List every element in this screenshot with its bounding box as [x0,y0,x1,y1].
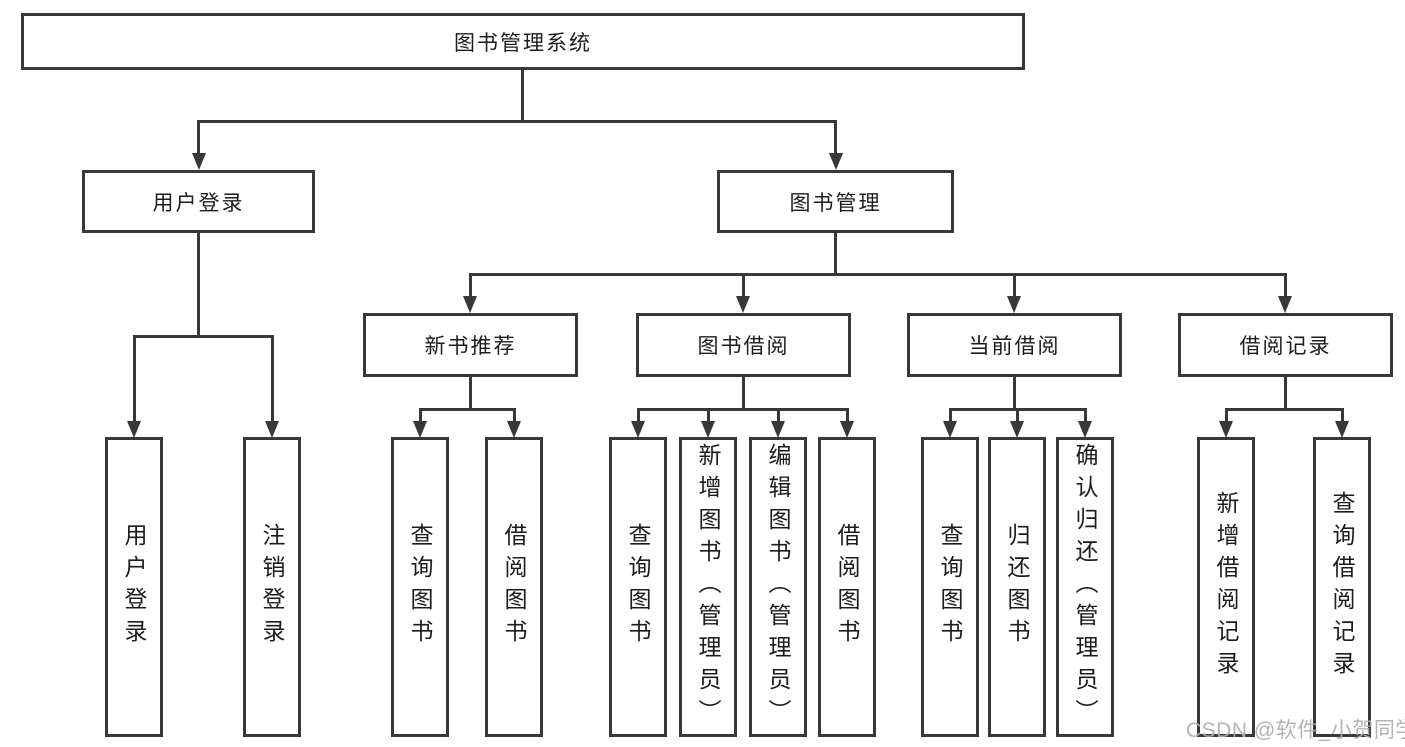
connector-line [271,335,274,421]
node-leaf-confirm-return-admin: 确认归还（管理员） [1056,437,1114,737]
node-leaf-query-books-borrow: 查询图书 [609,437,667,737]
node-leaf-edit-book-admin-label: 编辑图书（管理员） [765,443,791,731]
node-leaf-add-book-admin-label: 新增图书（管理员） [695,443,721,731]
node-root: 图书管理系统 [21,13,1025,70]
connector-line [419,408,422,422]
node-leaf-user-login: 用户登录 [105,437,163,737]
node-root-label: 图书管理系统 [454,31,592,55]
connector-arrowhead [463,296,477,313]
node-book-management-label: 图书管理 [789,191,882,215]
node-leaf-add-book-admin: 新增图书（管理员） [679,437,737,737]
connector-line [469,273,472,297]
csdn-watermark: CSDN @软件_小贺同学 [1186,719,1405,742]
node-book-borrow-label: 图书借阅 [697,335,790,358]
connector-arrowhead [1278,296,1292,313]
connector-line [777,408,780,422]
connector-line [419,408,516,411]
node-leaf-return-book-label: 归还图书 [1004,523,1030,651]
connector-arrowhead [1335,421,1349,438]
node-leaf-add-borrow-record: 新增借阅记录 [1197,437,1255,737]
node-current-borrow-label: 当前借阅 [968,335,1061,358]
node-leaf-query-books-borrow-label: 查询图书 [625,523,651,651]
connector-line [521,70,524,120]
node-leaf-borrow-books-label: 借阅图书 [834,523,860,651]
connector-arrowhead [507,421,521,438]
node-leaf-query-borrow-record: 查询借阅记录 [1313,437,1371,737]
connector-line [707,408,710,422]
node-leaf-borrow-books-recommend: 借阅图书 [485,437,543,737]
connector-line [637,408,640,422]
connector-arrowhead [736,296,750,313]
connector-arrowhead [840,421,854,438]
connector-line [1284,377,1287,408]
node-leaf-add-borrow-record-label: 新增借阅记录 [1213,491,1239,683]
connector-arrowhead [192,153,206,170]
node-new-book-recommend: 新书推荐 [363,313,578,377]
node-user-login-label: 用户登录 [152,191,245,215]
node-leaf-query-borrow-record-label: 查询借阅记录 [1329,491,1355,683]
node-leaf-query-books-current: 查询图书 [921,437,979,737]
connector-line [1225,408,1343,411]
connector-line [949,408,952,422]
connector-line [1016,408,1019,422]
connector-line [637,408,848,411]
node-leaf-query-books-current-label: 查询图书 [937,523,963,651]
node-book-management: 图书管理 [717,170,954,233]
connector-arrowhead [943,421,957,438]
node-leaf-confirm-return-admin-label: 确认归还（管理员） [1072,443,1098,731]
connector-line [1225,408,1228,422]
connector-line [133,335,136,421]
node-leaf-borrow-books: 借阅图书 [818,437,876,737]
connector-line [470,273,1287,276]
connector-line [513,408,516,422]
connector-arrowhead [1078,421,1092,438]
node-leaf-query-books-recommend: 查询图书 [391,437,449,737]
node-leaf-edit-book-admin: 编辑图书（管理员） [749,437,807,737]
connector-arrowhead [265,421,279,438]
connector-line [469,377,472,408]
connector-line [846,408,849,422]
connector-arrowhead [1010,421,1024,438]
connector-line [1084,408,1087,422]
connector-arrowhead [127,421,141,438]
connector-line [197,233,200,335]
connector-line [834,120,837,154]
connector-arrowhead [1219,421,1233,438]
connector-arrowhead [631,421,645,438]
connector-line [133,335,274,338]
connector-arrowhead [771,421,785,438]
connector-line [1284,273,1287,297]
connector-line [197,120,837,123]
node-book-borrow: 图书借阅 [636,313,851,377]
node-borrow-records: 借阅记录 [1178,313,1393,377]
node-current-borrow: 当前借阅 [907,313,1122,377]
node-leaf-borrow-books-recommend-label: 借阅图书 [501,523,527,651]
node-borrow-records-label: 借阅记录 [1239,335,1332,358]
node-new-book-recommend-label: 新书推荐 [424,335,517,358]
connector-line [1013,377,1016,408]
node-leaf-query-books-recommend-label: 查询图书 [407,523,433,651]
node-user-login: 用户登录 [82,170,315,233]
connector-line [834,233,837,273]
connector-line [197,120,200,154]
connector-arrowhead [701,421,715,438]
connector-line [1013,273,1016,297]
node-leaf-logout: 注销登录 [243,437,301,737]
node-leaf-logout-label: 注销登录 [259,523,285,651]
connector-line [742,273,745,297]
connector-arrowhead [829,153,843,170]
node-leaf-user-login-label: 用户登录 [121,523,147,651]
connector-arrowhead [413,421,427,438]
node-leaf-return-book: 归还图书 [988,437,1046,737]
connector-line [742,377,745,408]
connector-line [1341,408,1344,422]
connector-arrowhead [1007,296,1021,313]
